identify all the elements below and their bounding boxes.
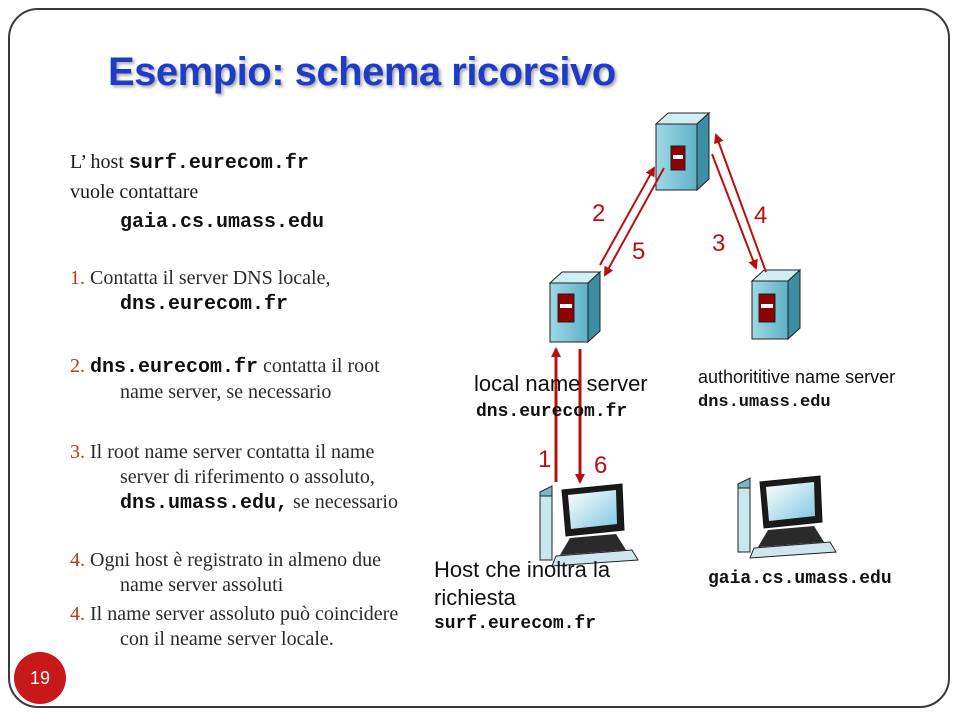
step-3-text3: se necessario: [288, 491, 398, 513]
step-5: 4. Il name server assoluto può coincider…: [70, 602, 398, 652]
step-3: 3. Il root name server contatta il name …: [70, 440, 398, 516]
step-4-text2: name server assoluti: [120, 574, 284, 596]
step-5-text2: con il neame server locale.: [120, 628, 334, 650]
step-4-number: 4.: [70, 549, 85, 571]
step-1-number: 1.: [70, 267, 85, 289]
step-4: 4. Ogni host è registrato in almeno due …: [70, 548, 381, 598]
auth-server-host: dns.umass.edu: [698, 393, 831, 412]
slide-number-badge: 19: [14, 652, 66, 704]
local-server-icon: [548, 270, 602, 344]
step-2-text: contatta il root: [258, 355, 380, 377]
requesting-host-label-line2: richiesta: [434, 585, 516, 610]
arrow-number-2: 2: [592, 200, 606, 227]
step-3-code: dns.umass.edu,: [120, 492, 289, 515]
step-4-text: Ogni host è registrato in almeno due: [85, 549, 382, 571]
arrow-number-1: 1: [538, 446, 552, 473]
auth-server-label: authorititive name server: [698, 367, 896, 387]
intro-text: L’ host surf.eurecom.fr vuole contattare…: [70, 148, 324, 237]
step-3-text2: server di riferimento o assoluto,: [120, 466, 375, 488]
step-2-number: 2.: [70, 355, 85, 377]
step-1-code: dns.eurecom.fr: [120, 293, 289, 316]
requesting-host-label: Host che inoltra la richiesta: [434, 556, 610, 612]
step-1: 1. Contatta il server DNS locale, dns.eu…: [70, 266, 331, 317]
arrow-number-4: 4: [754, 202, 768, 229]
arrow-5: [604, 167, 665, 277]
arrow-4: [714, 133, 767, 273]
step-5-number: 4.: [70, 603, 85, 625]
root-server-icon: [654, 111, 711, 192]
requesting-host-name: surf.eurecom.fr: [434, 614, 597, 634]
source-host: surf.eurecom.fr: [128, 152, 309, 175]
requesting-computer-icon: [539, 483, 639, 567]
local-server-host: dns.eurecom.fr: [476, 402, 628, 422]
target-computer-icon: [737, 475, 837, 559]
arrow-2: [599, 166, 655, 266]
target-host: gaia.cs.umass.edu: [120, 211, 325, 234]
step-1-text: Contatta il server DNS locale,: [85, 267, 331, 289]
intro-prefix: L’ host: [70, 151, 129, 173]
arrow-number-5: 5: [632, 238, 646, 265]
intro-line2: vuole contattare: [70, 181, 199, 203]
arrow-number-6: 6: [594, 452, 608, 479]
step-2-text2: name server, se necessario: [120, 381, 332, 403]
step-5-text: Il name server assoluto può coincidere: [85, 603, 399, 625]
authoritative-server-icon: [750, 268, 802, 341]
step-3-number: 3.: [70, 441, 85, 463]
step-2-code: dns.eurecom.fr: [90, 356, 259, 379]
slide-title: Esempio: schema ricorsivo: [108, 50, 616, 94]
step-3-text: Il root name server contatta il name: [85, 441, 375, 463]
requesting-host-label-line1: Host che inoltra la: [434, 557, 611, 582]
target-host-name: gaia.cs.umass.edu: [708, 569, 892, 589]
arrow-number-3: 3: [712, 230, 726, 257]
step-2: 2. dns.eurecom.fr contatta il root name …: [70, 354, 380, 405]
arrow-3: [711, 153, 758, 270]
local-server-label: local name server: [474, 371, 648, 396]
slide-frame: [8, 8, 950, 708]
